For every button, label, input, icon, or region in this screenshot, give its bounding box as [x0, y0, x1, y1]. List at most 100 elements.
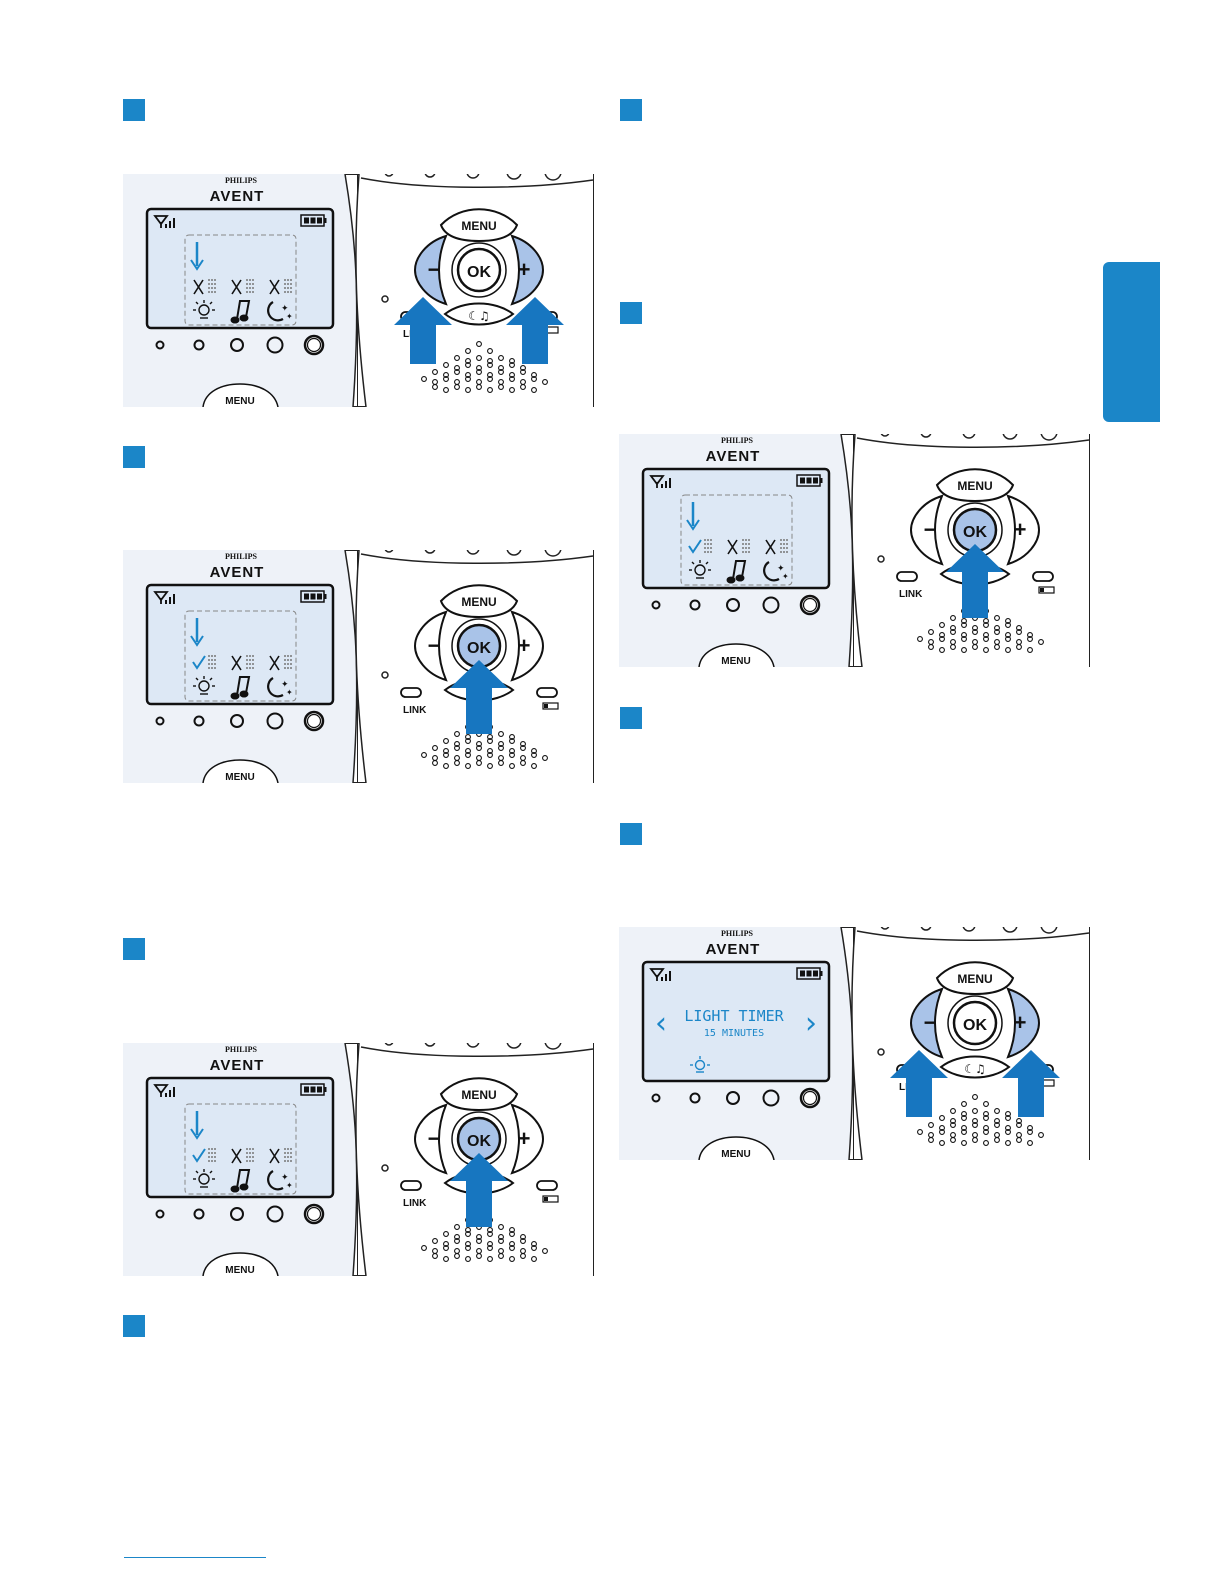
baby-unit-illustration: MENU − + OK ☾♫ LINK — [355, 1043, 594, 1276]
svg-text:+: + — [1014, 517, 1027, 542]
figure-2: PHILIPS AVENT — [123, 550, 594, 783]
press-arrow-icon — [450, 1153, 508, 1227]
menu-label-parent: MENU — [721, 656, 750, 667]
lcd-screen — [145, 1076, 335, 1199]
light-icon — [689, 560, 711, 579]
figure-5: PHILIPS AVENT — [619, 927, 1090, 1160]
link-label: LINK — [899, 589, 923, 600]
battery-button — [536, 687, 558, 698]
parent-unit-buttons — [155, 334, 325, 356]
step-marker — [123, 99, 145, 121]
signal-icon — [153, 215, 175, 228]
light-icon — [193, 1169, 215, 1188]
footer-rule — [124, 1557, 266, 1558]
step-marker — [620, 302, 642, 324]
moon-stars-icon: ✦ ✦ — [267, 301, 293, 322]
battery-button — [1032, 571, 1054, 582]
cross-icon — [193, 279, 217, 295]
menu-label-parent: MENU — [225, 396, 254, 407]
light-icon — [193, 676, 215, 695]
menu-button — [439, 208, 519, 243]
parent-unit-buttons — [651, 1087, 821, 1109]
battery-icon — [300, 1083, 327, 1096]
music-icon — [726, 560, 747, 584]
battery-indicator-icon — [542, 702, 559, 710]
lullaby-button — [939, 1055, 1011, 1079]
svg-text:+: + — [1014, 1010, 1027, 1035]
press-arrows-icon — [890, 1050, 1060, 1117]
music-icon — [230, 1169, 251, 1193]
svg-text:OK: OK — [467, 264, 491, 281]
cross-icon — [231, 1148, 255, 1164]
svg-text:✦: ✦ — [281, 679, 289, 689]
svg-text:−: − — [924, 517, 937, 542]
parent-unit-illustration: PHILIPS AVENT — [619, 434, 854, 667]
minus-button — [413, 610, 448, 682]
parent-unit-illustration: PHILIPS AVENT — [619, 927, 854, 1160]
chevron-right-icon: › — [805, 1006, 817, 1041]
brand-philips: PHILIPS — [721, 436, 754, 445]
svg-text:−: − — [924, 1010, 937, 1035]
lcd-screen — [145, 207, 335, 330]
plus-button — [510, 234, 545, 306]
check-icon — [688, 539, 713, 554]
svg-text:✦: ✦ — [281, 303, 289, 313]
brand-philips: PHILIPS — [225, 552, 258, 561]
brand-avent: AVENT — [210, 1057, 265, 1074]
svg-text:MENU: MENU — [957, 479, 992, 493]
signal-icon — [153, 1084, 175, 1097]
cross-icon — [231, 279, 255, 295]
parent-unit-illustration: PHILIPS AVENT — [123, 550, 358, 783]
press-arrow-icon — [450, 660, 508, 734]
step-marker — [620, 707, 642, 729]
step-marker — [123, 446, 145, 468]
light-timer-value: 15 MINUTES — [704, 1028, 764, 1039]
minus-button — [413, 234, 448, 306]
svg-text:MENU: MENU — [461, 595, 496, 609]
ok-button — [456, 247, 502, 293]
plus-button — [510, 610, 545, 682]
cross-icon — [269, 655, 293, 671]
cross-icon — [269, 279, 293, 295]
battery-icon — [300, 214, 327, 227]
parent-unit-buttons — [651, 594, 821, 616]
speaker-grille — [421, 1210, 548, 1262]
svg-text:OK: OK — [963, 1017, 987, 1034]
minus-button — [909, 987, 944, 1059]
check-icon — [192, 1148, 217, 1163]
svg-text:✦: ✦ — [777, 563, 785, 573]
light-icon — [193, 300, 215, 319]
parent-unit-illustration: PHILIPS AVENT — [123, 174, 358, 407]
signal-icon — [649, 968, 671, 981]
selector-arrow-icon — [686, 502, 700, 531]
baby-unit-illustration: MENU − + OK ☾♫ LINK — [355, 174, 594, 407]
brand-avent: AVENT — [706, 941, 761, 958]
light-icon — [690, 1056, 710, 1073]
selector-arrow-icon — [190, 618, 204, 647]
svg-text:✦: ✦ — [782, 572, 789, 581]
moon-stars-icon: ✦ ✦ — [267, 1170, 293, 1191]
battery-icon — [796, 967, 823, 980]
brand-avent: AVENT — [706, 448, 761, 465]
cross-icon — [231, 655, 255, 671]
baby-unit-illustration: MENU − + OK ☾♫ LINK — [851, 927, 1090, 1160]
cross-icon — [269, 1148, 293, 1164]
svg-text:OK: OK — [467, 1133, 491, 1150]
battery-indicator-icon — [1038, 586, 1055, 594]
link-button — [400, 1180, 422, 1191]
brand-philips: PHILIPS — [225, 1045, 258, 1054]
baby-unit-illustration: MENU − + OK ☾♫ LINK — [355, 550, 594, 783]
step-marker — [123, 938, 145, 960]
signal-icon — [153, 591, 175, 604]
light-timer-title: LIGHT TIMER — [684, 1007, 784, 1025]
signal-icon — [649, 475, 671, 488]
brand-philips: PHILIPS — [225, 176, 258, 185]
plus-button — [1006, 494, 1041, 566]
press-arrows-icon — [394, 297, 564, 364]
link-label: LINK — [403, 1198, 427, 1209]
figure-4: PHILIPS AVENT — [619, 434, 1090, 667]
step-marker — [620, 99, 642, 121]
link-button — [896, 571, 918, 582]
cross-icon — [727, 539, 751, 555]
link-button — [400, 687, 422, 698]
